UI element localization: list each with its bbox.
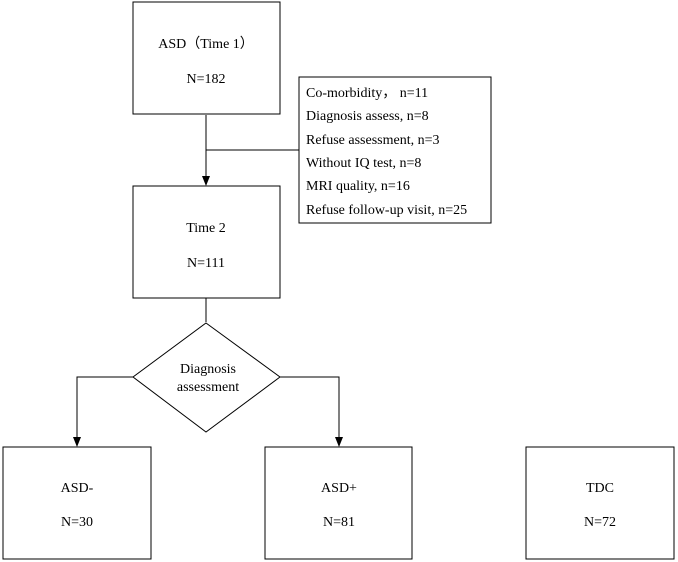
edge-decision-to-asd-minus — [73, 376, 133, 447]
edges — [73, 115, 343, 447]
node-exclusions: Co-morbidity， n=11 Diagnosis assess, n=8… — [298, 76, 492, 224]
node-asd-time1-count: N=182 — [186, 72, 225, 87]
node-diagnosis-assessment: Diagnosis assessment — [132, 322, 281, 433]
exclusion-line: MRI quality, n=16 — [306, 179, 410, 194]
node-tdc-count: N=72 — [584, 515, 616, 530]
node-time2-title: Time 2 — [186, 221, 226, 236]
exclusion-line: Refuse assessment, n=3 — [306, 133, 440, 148]
node-asd-time1-title: ASD（Time 1） — [158, 36, 254, 52]
decision-label-line2: assessment — [177, 380, 239, 395]
node-tdc: TDC N=72 — [525, 446, 675, 560]
exclusion-line: Diagnosis assess, n=8 — [306, 109, 429, 124]
node-time2-count: N=111 — [187, 256, 225, 271]
node-time2: Time 2 N=111 — [132, 185, 281, 299]
node-asd-minus: ASD- N=30 — [2, 446, 152, 560]
node-asd-plus: ASD+ N=81 — [264, 446, 413, 560]
exclusion-line: Without IQ test, n=8 — [306, 156, 421, 171]
exclusion-line: Co-morbidity， n=11 — [306, 86, 428, 101]
node-asd-plus-title: ASD+ — [321, 481, 357, 496]
node-asd-time1: ASD（Time 1） N=182 — [132, 1, 281, 115]
exclusion-line: Refuse follow-up visit, n=25 — [306, 203, 467, 218]
decision-label-line1: Diagnosis — [180, 362, 236, 377]
node-tdc-title: TDC — [586, 481, 614, 496]
edge-decision-to-asd-plus — [280, 376, 343, 447]
node-asd-minus-title: ASD- — [61, 481, 94, 496]
node-asd-plus-count: N=81 — [323, 515, 355, 530]
node-asd-minus-count: N=30 — [61, 515, 93, 530]
